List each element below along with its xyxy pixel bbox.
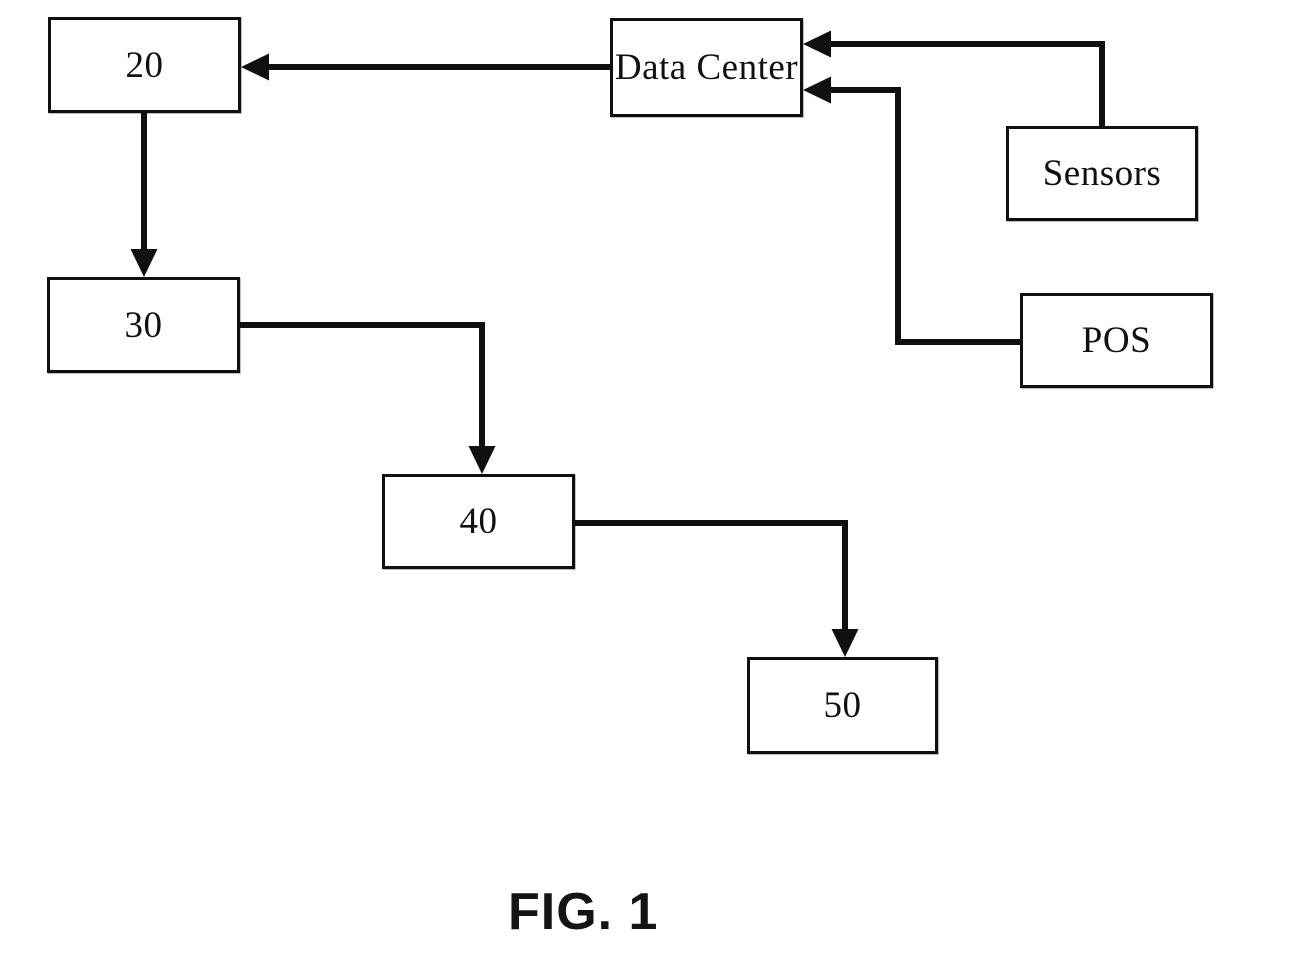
edge-pos-to-data-center: [827, 87, 1020, 345]
node-label-50: 50: [823, 685, 862, 726]
node-label-data-center: Data Center: [614, 47, 799, 88]
arrowhead-sensors-to-data-center: [803, 30, 831, 58]
node-label-40: 40: [459, 501, 498, 542]
node-box-20: 20: [48, 17, 241, 113]
node-box-30: 30: [47, 277, 240, 373]
edge-40-to-50: [575, 520, 848, 633]
node-label-20: 20: [125, 44, 164, 86]
node-box-data-center: Data Center: [610, 18, 803, 117]
node-label-pos: POS: [1081, 320, 1152, 361]
arrowhead-data-center-to-20: [241, 53, 269, 81]
arrowhead-pos-to-data-center: [803, 76, 831, 104]
figure-caption: FIG. 1: [508, 883, 659, 941]
node-label-sensors: Sensors: [1042, 153, 1162, 194]
arrowhead-30-to-40: [468, 446, 496, 474]
arrowhead-20-to-30: [130, 249, 158, 277]
arrowhead-40-to-50: [831, 629, 859, 657]
edge-sensors-to-data-center: [827, 41, 1105, 126]
node-box-40: 40: [382, 474, 575, 569]
node-label-30: 30: [124, 304, 163, 346]
node-box-pos: POS: [1020, 293, 1213, 388]
edge-30-to-40: [240, 322, 485, 450]
node-box-sensors: Sensors: [1006, 126, 1198, 221]
node-box-50: 50: [747, 657, 938, 754]
